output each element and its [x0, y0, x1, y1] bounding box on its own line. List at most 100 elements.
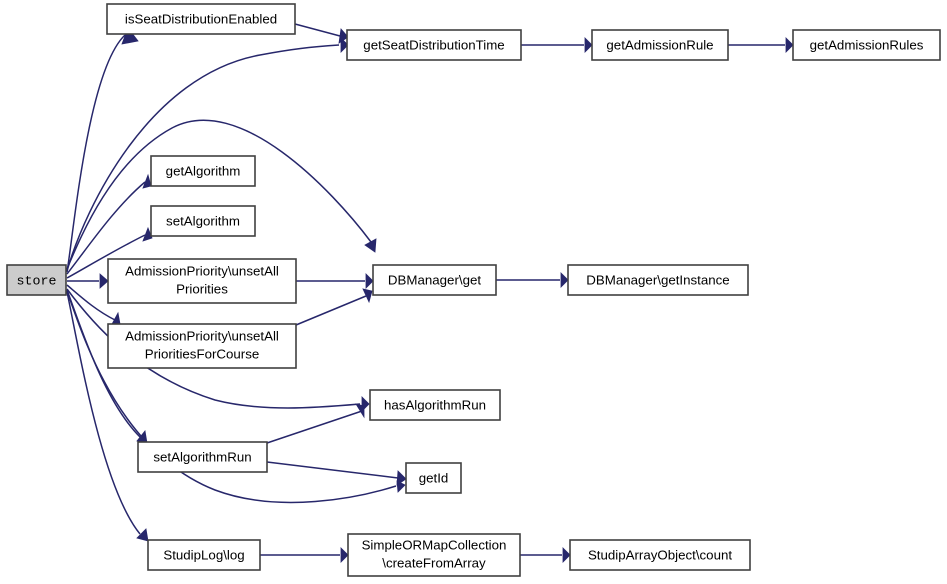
node-box[interactable]: [369, 389, 501, 421]
arrowhead-icon: [785, 37, 794, 53]
node-box[interactable]: [6, 264, 67, 296]
arrowhead-icon: [142, 226, 153, 242]
edge-store-to-isSeatDistEnabled: [66, 27, 139, 273]
edge-store-to-studipLogLog: [66, 291, 149, 542]
edge-line: [266, 410, 363, 444]
edge-setAlgorithmRun-to-getId: [266, 461, 407, 486]
node-label: StudipArrayObject\count: [588, 548, 732, 563]
node-getSeatDistTime[interactable]: getSeatDistributionTime: [346, 29, 522, 61]
edge-line: [66, 284, 116, 321]
node-label-line1: AdmissionPriority\unsetAll: [125, 264, 279, 279]
node-label: DBManager\get: [388, 273, 481, 288]
node-box[interactable]: [346, 29, 522, 61]
node-unsetAllPrioCourse[interactable]: AdmissionPriority\unsetAllPrioritiesForC…: [107, 323, 297, 369]
arrowhead-icon: [362, 288, 373, 304]
edge-getAdmissionRule-to-getAdmissionRules: [728, 37, 794, 53]
arrowhead-icon: [340, 37, 349, 53]
edge-line: [294, 23, 341, 37]
node-box[interactable]: [792, 29, 941, 61]
edge-line: [266, 461, 399, 479]
edge-store-to-unsetAllPrioCourse: [66, 284, 121, 327]
node-label-line1: SimpleORMapCollection: [362, 538, 507, 553]
node-box[interactable]: [147, 539, 261, 571]
node-label: StudipLog\log: [163, 548, 244, 563]
node-dbManagerGet[interactable]: DBManager\get: [372, 264, 497, 296]
edge-line: [295, 295, 367, 326]
edge-line: [66, 288, 361, 409]
node-box[interactable]: [347, 533, 521, 577]
node-box[interactable]: [569, 539, 751, 571]
edge-line: [66, 44, 340, 272]
node-label-line1: AdmissionPriority\unsetAll: [125, 329, 279, 344]
node-getId[interactable]: getId: [405, 462, 462, 494]
node-label-line2: \createFromArray: [382, 556, 486, 571]
edge-store-to-unsetAllPriorities: [67, 273, 109, 289]
edge-store-to-setAlgorithm: [66, 226, 153, 279]
edge-studipLogLog-to-simpleORMapColl: [260, 547, 349, 563]
arrowhead-icon: [396, 470, 407, 486]
edge-unsetAllPriorities-to-dbManagerGet: [296, 273, 374, 289]
edge-isSeatDistEnabled-to-getSeatDistTime: [294, 23, 349, 44]
arrowhead-icon: [338, 28, 349, 44]
arrowhead-icon: [584, 37, 593, 53]
node-store[interactable]: store: [6, 264, 67, 296]
node-box[interactable]: [405, 462, 462, 494]
node-label: getAdmissionRule: [606, 38, 713, 53]
edge-line: [66, 34, 126, 273]
arrowhead-icon: [136, 528, 149, 542]
edge-unsetAllPrioCourse-to-dbManagerGet: [295, 288, 373, 326]
node-isSeatDistEnabled[interactable]: isSeatDistributionEnabled: [106, 3, 296, 35]
node-dbManagerGetInst[interactable]: DBManager\getInstance: [567, 264, 749, 296]
node-label-line2: PrioritiesForCourse: [145, 347, 260, 362]
edge-line: [66, 119, 372, 270]
edge-store-to-dbManagerGet: [66, 119, 377, 270]
edge-getSeatDistTime-to-getAdmissionRule: [521, 37, 593, 53]
node-box[interactable]: [372, 264, 497, 296]
edge-line: [66, 290, 397, 504]
node-setAlgorithm[interactable]: setAlgorithm: [150, 205, 256, 237]
node-label: getSeatDistributionTime: [363, 38, 504, 53]
node-box[interactable]: [150, 155, 256, 187]
edge-store-to-getAlgorithm: [66, 173, 152, 275]
node-studipLogLog[interactable]: StudipLog\log: [147, 539, 261, 571]
node-label: hasAlgorithmRun: [384, 398, 486, 413]
node-label: getAdmissionRules: [810, 38, 924, 53]
node-label: isSeatDistributionEnabled: [125, 12, 277, 27]
node-box[interactable]: [150, 205, 256, 237]
node-layer: store isSeatDistributionEnabled getSeatDis…: [6, 3, 941, 577]
arrowhead-icon: [365, 273, 374, 289]
arrowhead-icon: [364, 238, 377, 253]
node-box[interactable]: [591, 29, 729, 61]
node-label: DBManager\getInstance: [586, 273, 729, 288]
node-getAdmissionRule[interactable]: getAdmissionRule: [591, 29, 729, 61]
node-box[interactable]: [137, 441, 268, 473]
node-hasAlgorithmRun[interactable]: hasAlgorithmRun: [369, 389, 501, 421]
node-studipArrayCount[interactable]: StudipArrayObject\count: [569, 539, 751, 571]
node-label: setAlgorithmRun: [153, 450, 251, 465]
node-box[interactable]: [106, 3, 296, 35]
node-getAdmissionRules[interactable]: getAdmissionRules: [792, 29, 941, 61]
node-getAlgorithm[interactable]: getAlgorithm: [150, 155, 256, 187]
arrowhead-icon: [562, 547, 571, 563]
node-label: getId: [419, 471, 449, 486]
arrowhead-icon: [560, 272, 569, 288]
arrowhead-icon: [142, 173, 152, 189]
node-label: store: [17, 274, 57, 289]
arrowhead-icon: [355, 403, 365, 419]
edge-line: [66, 291, 141, 535]
edge-line: [66, 234, 146, 279]
edge-layer: [66, 23, 794, 563]
node-box[interactable]: [107, 323, 297, 369]
node-box[interactable]: [567, 264, 749, 296]
node-simpleORMapColl[interactable]: SimpleORMapCollection \createFromArray: [347, 533, 521, 577]
node-setAlgorithmRun[interactable]: setAlgorithmRun: [137, 441, 268, 473]
node-box[interactable]: [107, 258, 297, 304]
arrowhead-icon: [99, 273, 109, 289]
arrowhead-icon: [340, 547, 349, 563]
edge-line: [66, 181, 146, 275]
edge-simpleORMapColl-to-studipArrayCount: [520, 547, 571, 563]
edge-setAlgorithmRun-to-hasAlgorithmRun: [266, 403, 365, 444]
